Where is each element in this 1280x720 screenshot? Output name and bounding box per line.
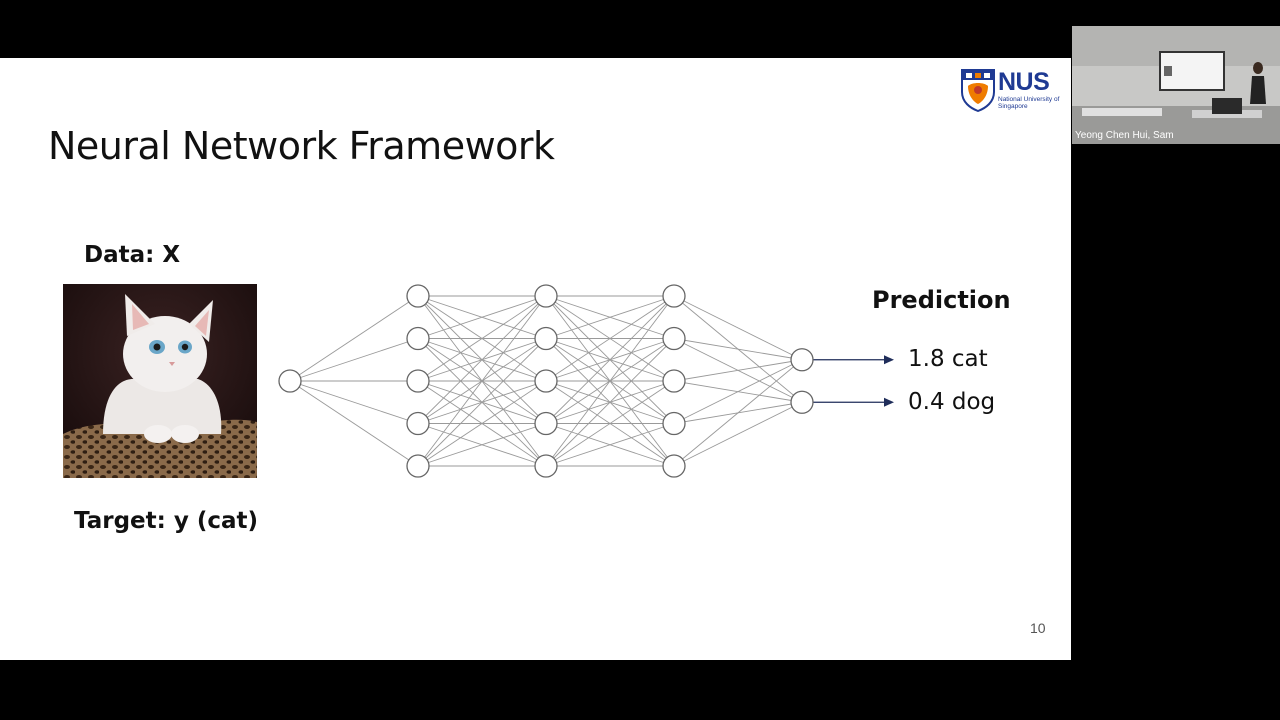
nus-logo: NUS National University of Singapore bbox=[960, 68, 1060, 114]
participant-video-tile[interactable]: Yeong Chen Hui, Sam bbox=[1072, 26, 1280, 144]
connection-2-4-1 bbox=[545, 338, 675, 467]
neuron-layer3-2 bbox=[662, 369, 686, 393]
prediction-arrows bbox=[813, 355, 894, 407]
nus-crest-icon bbox=[961, 69, 995, 113]
prediction-dog-score: 0.4 dog bbox=[908, 389, 996, 415]
connection-1-1-0 bbox=[417, 295, 547, 339]
connection-2-1-0 bbox=[545, 295, 675, 339]
network-neurons bbox=[278, 284, 814, 478]
connection-1-4-2 bbox=[417, 380, 547, 467]
arrow-head-icon bbox=[884, 355, 894, 365]
target-label: Target: y (cat) bbox=[74, 508, 259, 534]
connection-2-4-3 bbox=[545, 423, 675, 467]
connection-3-4-1 bbox=[673, 401, 803, 467]
connection-1-2-0 bbox=[417, 295, 547, 382]
network-connections bbox=[289, 295, 803, 467]
neuron-layer3-1 bbox=[662, 326, 686, 351]
connection-2-2-0 bbox=[545, 295, 675, 382]
connection-1-3-0 bbox=[417, 295, 547, 424]
neuron-layer3-3 bbox=[662, 411, 686, 436]
neuron-layer2-0 bbox=[534, 284, 558, 308]
neuron-layer2-3 bbox=[534, 411, 558, 436]
connection-0-0-3 bbox=[289, 380, 419, 424]
connection-3-1-0 bbox=[673, 338, 803, 361]
presentation-slide: Neural Network Framework NUS National Un… bbox=[0, 58, 1071, 660]
connection-3-0-0 bbox=[673, 295, 803, 361]
slide-title: Neural Network Framework bbox=[48, 124, 555, 168]
neuron-layer3-0 bbox=[662, 284, 686, 308]
neuron-layer1-1 bbox=[406, 326, 430, 351]
connection-1-4-0 bbox=[417, 295, 547, 467]
participant-name-label: Yeong Chen Hui, Sam bbox=[1075, 130, 1174, 141]
webcam-feed-image bbox=[1072, 26, 1280, 144]
connection-2-4-0 bbox=[545, 295, 675, 467]
prediction-label: Prediction bbox=[872, 286, 1011, 314]
slide-page-number: 10 bbox=[1030, 620, 1046, 636]
neuron-layer1-4 bbox=[406, 454, 430, 478]
connection-2-4-2 bbox=[545, 380, 675, 467]
connection-0-0-1 bbox=[289, 338, 419, 382]
connection-2-3-0 bbox=[545, 295, 675, 424]
connection-3-3-0 bbox=[673, 359, 803, 424]
neuron-layer4-0 bbox=[790, 348, 814, 372]
neuron-layer3-4 bbox=[662, 454, 686, 478]
connection-3-4-0 bbox=[673, 359, 803, 467]
neuron-layer1-0 bbox=[406, 284, 430, 308]
neuron-layer1-2 bbox=[406, 369, 430, 393]
connection-0-0-0 bbox=[289, 295, 419, 382]
connection-1-4-3 bbox=[417, 423, 547, 467]
neuron-layer2-4 bbox=[534, 454, 558, 478]
neuron-layer4-1 bbox=[790, 390, 814, 414]
connection-3-2-0 bbox=[673, 359, 803, 382]
neuron-layer2-2 bbox=[534, 369, 558, 393]
data-label: Data: X bbox=[84, 242, 181, 268]
cat-photo bbox=[63, 284, 257, 478]
neural-network-diagram bbox=[278, 284, 894, 478]
connection-1-4-1 bbox=[417, 338, 547, 467]
arrow-head-icon bbox=[884, 397, 894, 407]
neuron-layer2-1 bbox=[534, 326, 558, 351]
connection-0-0-4 bbox=[289, 380, 419, 467]
logo-subtitle: National University of Singapore bbox=[998, 96, 1060, 110]
neuron-layer1-3 bbox=[406, 411, 430, 436]
logo-name: NUS bbox=[998, 68, 1050, 96]
prediction-cat-score: 1.8 cat bbox=[908, 346, 988, 372]
neuron-layer0-0 bbox=[278, 369, 302, 393]
